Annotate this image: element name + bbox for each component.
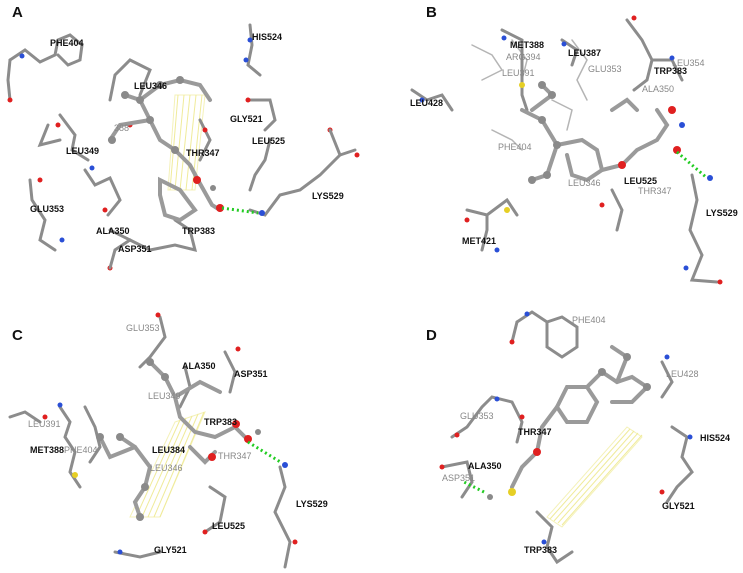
residue-label: LEU387 xyxy=(568,48,602,58)
residue-label: GLU353 xyxy=(126,323,160,333)
residue-label: GLU353 xyxy=(30,204,65,214)
residue-label: LYS529 xyxy=(312,191,344,201)
panel-label: C xyxy=(12,327,23,344)
residue-label: LYS529 xyxy=(296,499,328,509)
residue-label: ALA350 xyxy=(96,226,130,236)
pi-stacking-surface xyxy=(129,411,206,518)
panel-b: B xyxy=(372,0,743,286)
residue-label: LEU354 xyxy=(672,58,705,68)
residue-label: TRP383 xyxy=(524,545,558,555)
residue-label: ASP351 xyxy=(442,473,476,483)
residue-label: TRP383 xyxy=(204,417,238,427)
residue-label: GLY521 xyxy=(662,501,695,511)
residue-label: PHE404 xyxy=(572,315,606,325)
residue-label: LEU349 xyxy=(148,391,181,401)
residue-label: PHE404 xyxy=(64,445,98,455)
residue-label: ARG394 xyxy=(506,52,541,62)
panel-d: D xyxy=(372,287,743,573)
residue-label: GLU353 xyxy=(588,64,622,74)
residue-label: LEU525 xyxy=(212,521,246,531)
panel-label: A xyxy=(12,4,23,21)
residue-label: HIS524 xyxy=(700,433,731,443)
residue-label: TRP383 xyxy=(654,66,688,76)
residue-label: ALA350 xyxy=(468,461,502,471)
residue-label: MET388 xyxy=(30,445,65,455)
residue-label: LYS529 xyxy=(706,208,738,218)
residue-label: THR347 xyxy=(518,427,552,437)
residue-label: PHE404 xyxy=(498,142,532,152)
panel-c: C xyxy=(0,287,371,573)
residue-label: LEU346 xyxy=(150,463,183,473)
residue-label: LEU391 xyxy=(502,68,535,78)
residue-label: LEU525 xyxy=(624,176,658,186)
residue-label: GLY521 xyxy=(154,545,187,555)
residue-label: THR347 xyxy=(218,451,252,461)
residue-label: LEU349 xyxy=(66,146,100,156)
residue-label: ALA350 xyxy=(642,84,675,94)
residue-label: 388 xyxy=(114,123,130,133)
residue-label: ASP351 xyxy=(234,369,268,379)
residue-label: THR347 xyxy=(638,186,672,196)
panel-label: B xyxy=(426,4,437,21)
residue-label: LEU346 xyxy=(134,81,168,91)
residue-label: LEU384 xyxy=(152,445,186,455)
molecule-graphic-b xyxy=(410,15,723,285)
residue-label: ALA350 xyxy=(182,361,216,371)
panel-a: A xyxy=(0,0,371,286)
pi-stacking-surface xyxy=(546,426,643,528)
residue-label: LEU391 xyxy=(28,419,61,429)
molecule-graphic-d xyxy=(439,310,694,565)
panel-label: D xyxy=(426,327,437,344)
residue-label: MET421 xyxy=(462,236,497,246)
residue-label: PHE404 xyxy=(50,38,84,48)
molecule-graphic-c xyxy=(8,312,298,569)
residue-label: LEU428 xyxy=(410,98,444,108)
residue-label: LEU525 xyxy=(252,136,286,146)
molecule-graphic-a xyxy=(6,23,360,271)
residue-label: ASP351 xyxy=(118,244,152,254)
residue-label: LEU428 xyxy=(666,369,699,379)
residue-label: THR347 xyxy=(186,148,220,158)
residue-label: GLY521 xyxy=(230,114,263,124)
pi-stacking-surface xyxy=(167,94,206,191)
residue-label: LEU346 xyxy=(568,178,601,188)
residue-label: GLU353 xyxy=(460,411,494,421)
residue-label: HIS524 xyxy=(252,32,283,42)
residue-label: TRP383 xyxy=(182,226,216,236)
residue-label: MET388 xyxy=(510,40,545,50)
